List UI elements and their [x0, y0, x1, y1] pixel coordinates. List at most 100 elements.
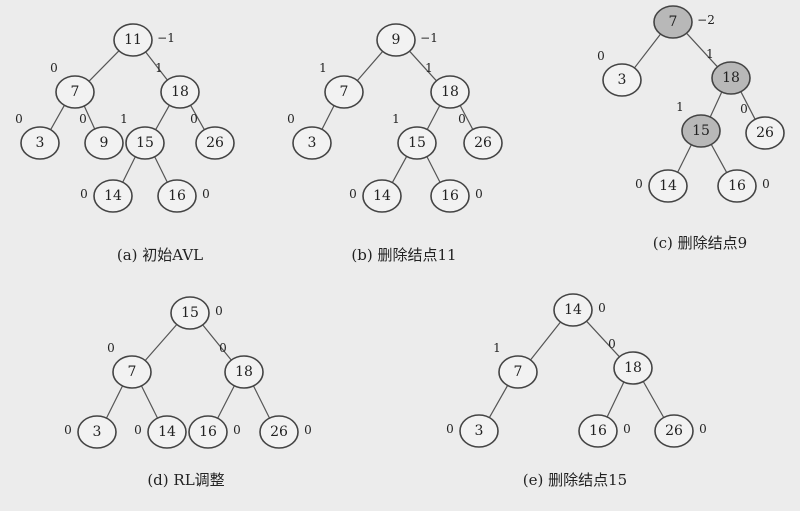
balance-factor-label: −1 [157, 31, 175, 45]
balance-factor-label: 0 [349, 187, 357, 201]
balance-factor-label: 0 [287, 112, 295, 126]
node-circle [717, 169, 757, 203]
node-circle [125, 126, 165, 160]
tree-node-7: 70 [107, 341, 152, 389]
balance-factor-label: 0 [458, 112, 466, 126]
node-value-label: 26 [756, 125, 774, 141]
edge-group [488, 320, 665, 419]
balance-factor-label: 0 [134, 423, 142, 437]
node-circle [553, 293, 593, 327]
tree-edge [633, 33, 662, 69]
node-circle [113, 23, 153, 57]
node-value-label: 16 [441, 188, 459, 204]
balance-factor-label: 0 [64, 423, 72, 437]
diagram-caption: (e) 删除结点15 [523, 471, 627, 489]
node-value-label: 16 [589, 423, 607, 439]
tree-edge [356, 50, 384, 82]
node-value-label: 18 [722, 70, 740, 86]
tree-edge [105, 384, 124, 420]
node-circle [84, 126, 124, 160]
tree-node-14: 140 [80, 179, 133, 213]
node-circle [602, 63, 642, 97]
balance-factor-label: 1 [319, 61, 327, 75]
tree-node-3: 30 [64, 415, 117, 449]
node-value-label: 11 [124, 32, 142, 48]
node-value-label: 26 [665, 423, 683, 439]
balance-factor-label: 1 [493, 341, 501, 355]
tree-node-9: 90 [79, 112, 124, 160]
node-value-label: 9 [100, 135, 109, 151]
node-circle [397, 126, 437, 160]
tree-edge [144, 50, 169, 82]
balance-factor-label: 0 [597, 49, 605, 63]
node-circle [459, 414, 499, 448]
tree-edge [121, 155, 137, 184]
balance-factor-label: 0 [215, 304, 223, 318]
node-circle [745, 116, 785, 150]
node-circle [188, 415, 228, 449]
node-circle [430, 179, 470, 213]
node-circle [77, 415, 117, 449]
balance-factor-label: 0 [219, 341, 227, 355]
node-circle [160, 75, 200, 109]
balance-factor-label: 0 [304, 423, 312, 437]
tree-edge [585, 320, 621, 358]
tree-node-18: 181 [155, 61, 200, 109]
node-circle [55, 75, 95, 109]
node-circle [578, 414, 618, 448]
tree-edge [153, 155, 169, 184]
tree-node-26: 260 [740, 102, 785, 150]
node-circle [648, 169, 688, 203]
balance-factor-label: 0 [608, 337, 616, 351]
diagram-caption: (c) 删除结点9 [653, 234, 747, 252]
node-value-label: 14 [564, 302, 582, 318]
tree-edge [201, 323, 233, 362]
node-value-label: 7 [514, 364, 523, 380]
node-value-label: 3 [36, 135, 45, 151]
tree-edge [739, 90, 757, 121]
node-value-label: 14 [659, 178, 677, 194]
node-value-label: 3 [93, 424, 102, 440]
tree-edge [252, 384, 271, 420]
tree-node-7: 7−2 [653, 5, 715, 39]
tree-node-3: 30 [446, 414, 499, 448]
node-circle [376, 23, 416, 57]
tree-node-9: 9−1 [376, 23, 438, 57]
node-value-label: 3 [308, 135, 317, 151]
balance-factor-label: 0 [107, 341, 115, 355]
node-value-label: 18 [171, 84, 189, 100]
tree-edge [529, 320, 562, 362]
balance-factor-label: 1 [706, 47, 714, 61]
node-value-label: 26 [270, 424, 288, 440]
tree-edge [642, 380, 665, 419]
node-circle [224, 355, 264, 389]
node-value-label: 14 [158, 424, 176, 440]
balance-factor-label: 0 [699, 422, 707, 436]
node-circle [93, 179, 133, 213]
balance-factor-label: 0 [80, 187, 88, 201]
node-value-label: 15 [136, 135, 154, 151]
tree-edge [606, 381, 625, 418]
node-value-label: 3 [618, 72, 627, 88]
diagram-caption: (b) 删除结点11 [351, 246, 456, 264]
node-circle [653, 5, 693, 39]
node-circle [362, 179, 402, 213]
node-value-label: 9 [392, 32, 401, 48]
balance-factor-label: 0 [202, 187, 210, 201]
node-value-label: 7 [128, 364, 137, 380]
node-value-label: 14 [373, 188, 391, 204]
tree-edge [189, 104, 206, 131]
tree-node-3: 30 [15, 112, 60, 160]
balance-factor-label: 0 [15, 112, 23, 126]
node-circle [498, 355, 538, 389]
node-circle [292, 126, 332, 160]
tree-node-18: 18 1 [706, 47, 751, 95]
tree-node-15: 151 [392, 112, 437, 160]
node-value-label: 7 [71, 84, 80, 100]
